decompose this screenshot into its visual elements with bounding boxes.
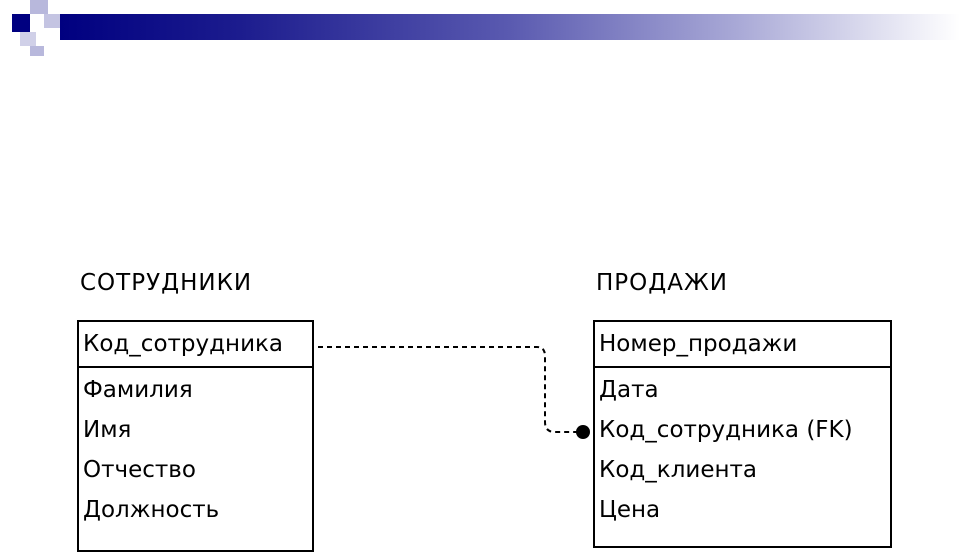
decor-square [20,32,36,46]
entity-sales: Номер_продажи Дата Код_сотрудника (FK) К… [593,320,892,548]
gradient-bar [60,14,960,40]
foreign-key-field: Код_сотрудника (FK) [599,417,853,443]
decor-square [12,14,30,32]
decor-square [30,46,44,56]
decor-square [44,14,60,28]
entity-field: Отчество [83,457,196,483]
entity-field: Имя [83,417,132,443]
entity-field: Код_клиента [599,457,758,483]
primary-key-field: Номер_продажи [595,322,890,368]
entity-field: Должность [83,497,220,523]
relationship-end-dot [576,425,590,439]
entity-title-sales: ПРОДАЖИ [596,270,728,296]
entity-title-employees: СОТРУДНИКИ [80,270,253,296]
decor-square [30,0,48,14]
entity-field: Цена [599,497,661,523]
relationship-line [318,346,578,433]
header-banner [0,0,960,60]
primary-key-field: Код_сотрудника [79,322,312,368]
entity-employees: Код_сотрудника Фамилия Имя Отчество Долж… [77,320,314,552]
entity-field: Фамилия [83,377,193,403]
entity-field: Дата [599,377,659,403]
